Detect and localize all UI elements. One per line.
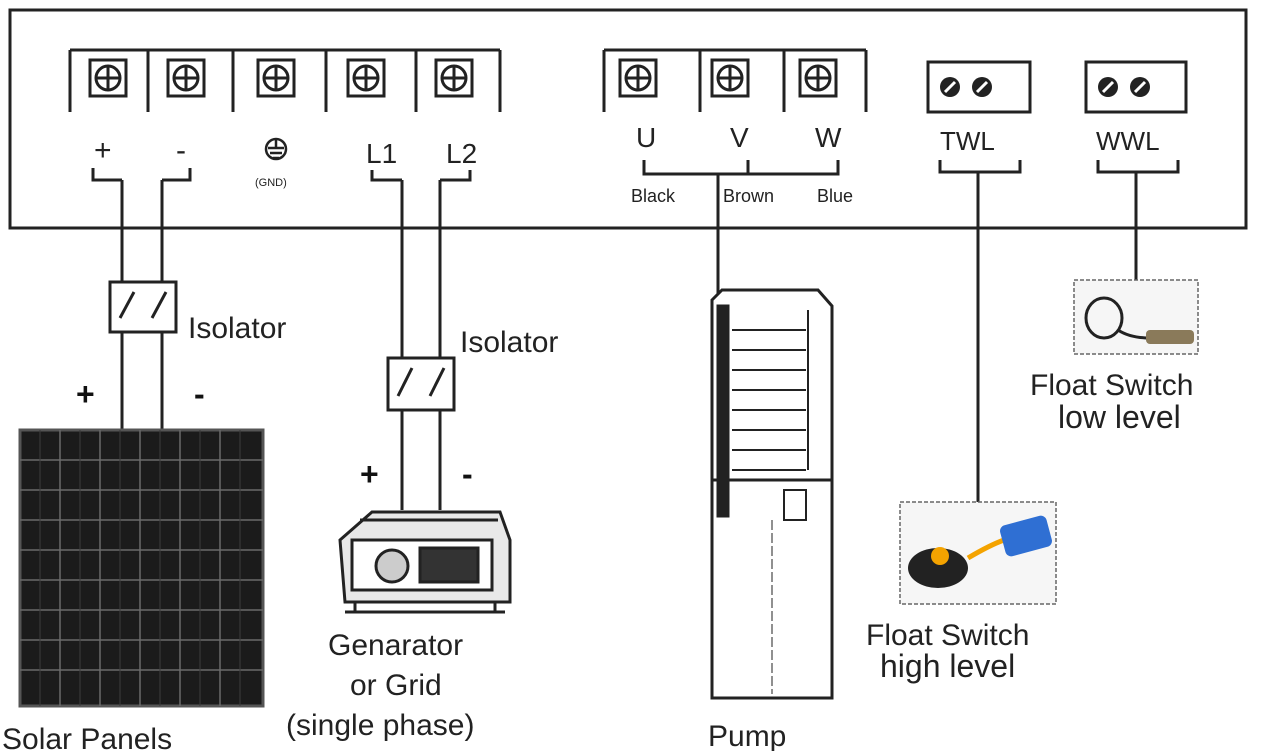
terminal-label-wwl: WWL (1096, 126, 1160, 156)
wire-color-w: Blue (817, 186, 853, 206)
terminal-label-u: U (636, 122, 656, 153)
terminal-label-gnd: (GND) (255, 177, 287, 189)
ground-icon (264, 137, 288, 161)
terminal-label-l1: L1 (366, 138, 397, 169)
generator-label-line2: or Grid (350, 669, 442, 702)
float-low-label-line2: low level (1058, 399, 1181, 435)
controller-housing (8, 8, 1248, 230)
generator-icon (338, 510, 512, 614)
terminal-label-pv-plus: + (94, 134, 112, 167)
isolator-pv-label: Isolator (188, 312, 286, 345)
float-switch-high-icon (899, 501, 1057, 605)
terminal-label-l2: L2 (446, 138, 477, 169)
signal-terminal-icon (926, 60, 1188, 114)
screw-terminal-icon (618, 58, 838, 98)
float-high-label-line2: high level (880, 648, 1015, 684)
isolator-grid-label: Isolator (460, 326, 558, 359)
grid-plus-label: + (360, 456, 379, 492)
solar-panel-icon (18, 428, 265, 708)
terminal-label-pv-minus: - (176, 134, 186, 167)
terminal-block-motor (602, 48, 868, 112)
grid-minus-label: - (462, 456, 473, 492)
submersible-pump-icon (710, 288, 834, 700)
wire-color-u: Black (631, 186, 676, 206)
terminal-label-v: V (730, 122, 749, 153)
pump-label: Pump (708, 720, 786, 751)
float-switch-low-icon (1073, 279, 1199, 355)
isolator-switch-icon (108, 280, 178, 334)
pv-plus-label: + (76, 376, 95, 412)
pv-minus-label: - (194, 376, 205, 412)
generator-label-line3: (single phase) (286, 709, 474, 742)
generator-label-line1: Genarator (328, 629, 463, 662)
float-low-label-line1: Float Switch (1030, 369, 1193, 402)
wire-color-v: Brown (723, 186, 774, 206)
terminal-block-power (68, 48, 502, 112)
terminal-label-w: W (815, 122, 842, 153)
terminal-brackets (91, 160, 1180, 182)
solar-panels-label: Solar Panels (2, 723, 172, 751)
terminal-label-twl: TWL (940, 126, 995, 156)
isolator-switch-icon (386, 356, 456, 412)
wiring (120, 172, 1138, 510)
float-high-label-line1: Float Switch (866, 619, 1029, 652)
